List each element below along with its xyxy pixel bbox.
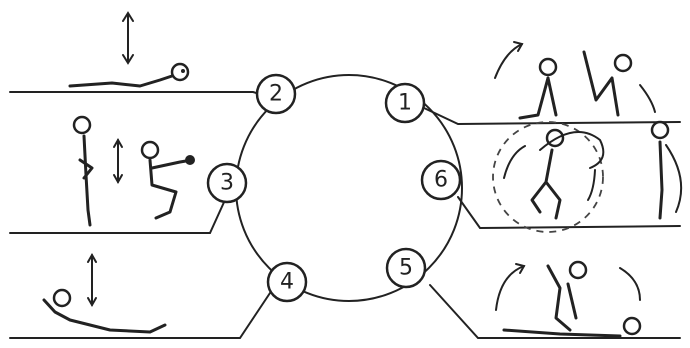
station-5: 5 [385,247,427,289]
standing-figure-body [82,134,92,227]
exercise-jump-rope [492,120,683,233]
station-6-circle [420,159,462,201]
standing-rope-figure-head [650,120,670,140]
station-3-circle [206,162,248,204]
vsit-figure-1-body [518,76,558,120]
station-3: 3 [206,162,248,204]
exercise-ball-toss [495,260,642,338]
station-3-number: 3 [220,171,234,196]
jump-rope-path-dashed [492,121,604,233]
toss-figure-floor-body [502,328,622,338]
situp-figure-body [42,298,167,334]
floor-line-bottom-left [9,289,273,339]
toss-figure-body [546,264,578,332]
floor-line-bottom-right [429,284,681,339]
floor-line-top-right [423,107,681,126]
vsit-figure-2-head [613,53,633,73]
jump-rotation-arrow-right [587,169,596,201]
jump-rotation-arrow-left [503,145,526,179]
floor-line-mid-right [457,196,681,230]
station-2: 2 [255,73,297,115]
left-floor-lines [9,91,273,339]
rotation-arrow-left-head [513,41,524,52]
squat-weight [185,155,195,165]
squat-arrow-down [113,174,123,185]
jumper-body [530,148,562,220]
station-6-number: 6 [434,168,448,193]
rotation-arrow-right [639,84,656,113]
standing-figure-arms [78,158,94,180]
station-5-circle [385,247,427,289]
toss-figure-head [568,260,588,280]
station-6: 6 [420,159,462,201]
station-4-circle [266,261,308,303]
station-4: 4 [266,261,308,303]
rotation-arrow-left [494,43,523,79]
squat-figure-body [148,158,178,220]
exercise-v-sit [494,41,656,120]
arrow-head-down [122,54,134,65]
jump-rope [539,131,605,169]
vsit-figure-1-head [538,57,558,77]
lying-figure-eye [181,69,185,73]
squat-figure-head [140,140,160,160]
standing-rope-figure-body [658,140,664,220]
standing-rope-loop [665,144,683,213]
floor-line-top-left [9,91,264,96]
toss-arrow-left [495,265,525,311]
lying-figure-head [170,62,190,82]
vsit-figure-2-body [582,50,620,117]
standing-figure-head [72,115,92,135]
toss-arrow-right [619,267,641,301]
station-1: 1 [384,82,426,124]
station-5-number: 5 [399,256,413,281]
situp-arrow-up [87,252,97,263]
lying-figure-body [68,74,174,88]
toss-arrow-left-head [515,263,526,274]
right-floor-lines [423,107,681,339]
situp-figure-head [52,288,72,308]
station-2-circle [255,73,297,115]
exercise-squat [72,115,195,227]
floor-line-mid-left [9,199,226,234]
station-1-circle [384,82,426,124]
squat-arrow-up [113,137,123,148]
exercise-lying-leg-raise [68,11,190,88]
situp-arrow-down [87,297,97,308]
arrow-head-up [122,11,134,22]
station-4-number: 4 [280,270,294,295]
exercise-sit-up [42,252,167,334]
ball [622,316,642,336]
station-2-number: 2 [269,82,283,107]
station-1-number: 1 [398,91,412,116]
